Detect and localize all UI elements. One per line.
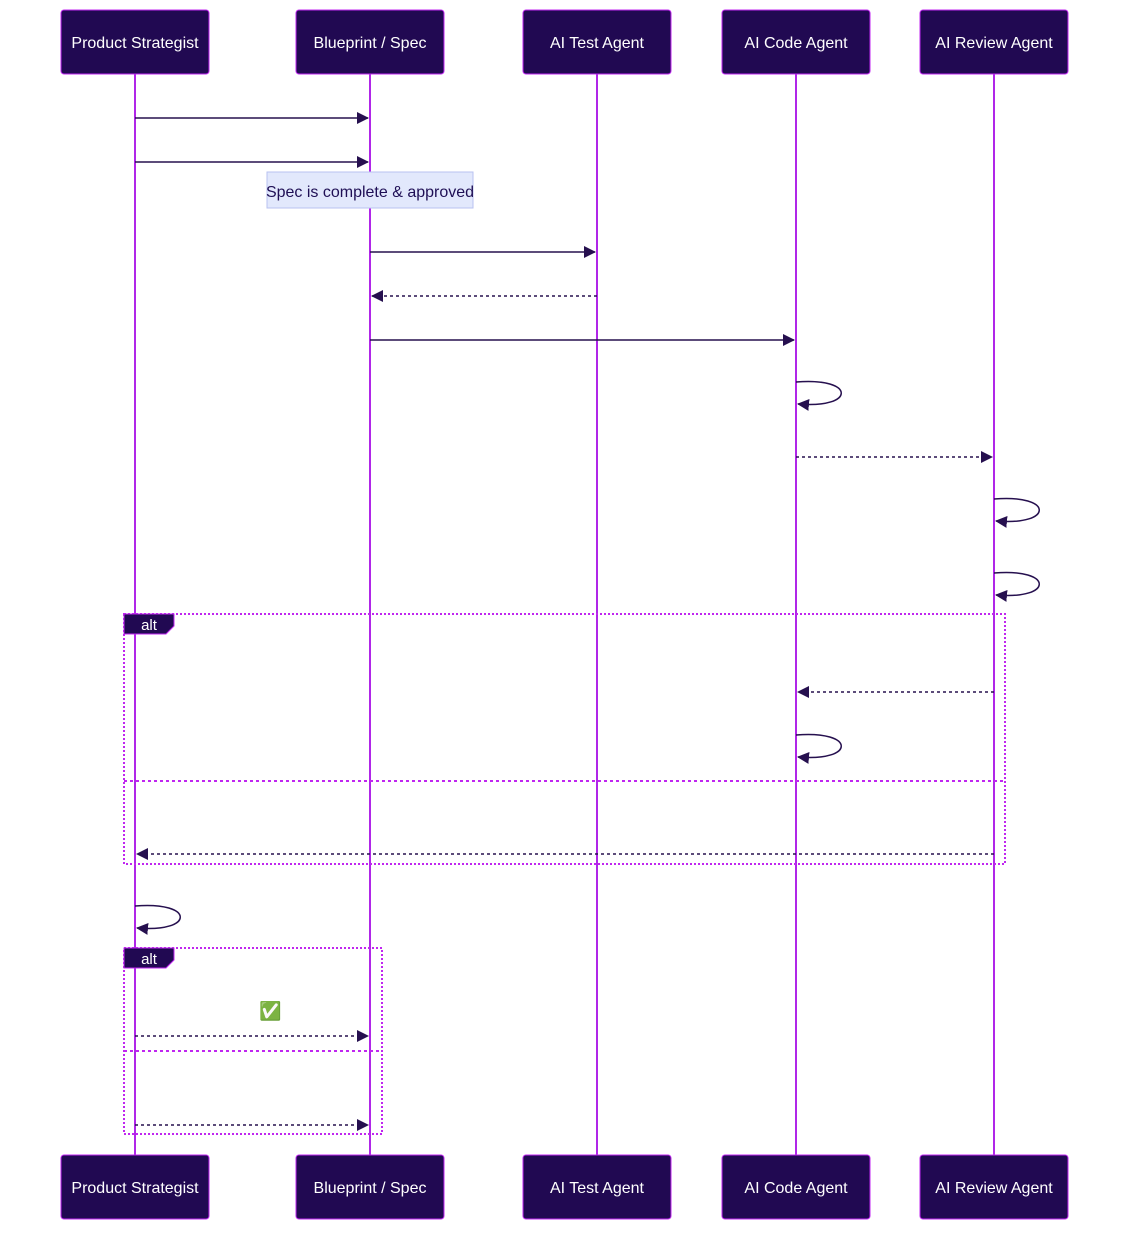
actor-top-product-strategist[interactable]: Product Strategist	[60, 9, 210, 75]
actor-bottom-product-strategist[interactable]: Product Strategist	[60, 1154, 210, 1220]
actor-top-blueprint-spec[interactable]: Blueprint / Spec	[295, 9, 445, 75]
actor-label: Product Strategist	[71, 35, 199, 52]
note-spec-approved: Spec is complete & approved	[266, 171, 474, 209]
actor-bottom-blueprint-spec[interactable]: Blueprint / Spec	[295, 1154, 445, 1220]
alt-label: alt	[141, 617, 158, 634]
actor-label: AI Code Agent	[744, 35, 848, 52]
alt-fragment-final-decision: alt	[123, 947, 383, 1135]
check-mark-icon: ✅	[259, 1001, 282, 1021]
actor-label: Blueprint / Spec	[314, 1180, 427, 1197]
actor-label: AI Test Agent	[550, 1180, 645, 1197]
actor-label: Product Strategist	[71, 1180, 199, 1197]
message-arrow-review-to-review	[993, 571, 1040, 602]
message-arrow-review-to-review	[993, 497, 1040, 528]
actor-label: AI Review Agent	[935, 1180, 1053, 1197]
message-arrow-code-to-code	[795, 733, 842, 764]
actor-bottom-ai-code-agent[interactable]: AI Code Agent	[721, 1154, 871, 1220]
messages-layer	[134, 112, 1040, 1131]
actor-label: AI Review Agent	[935, 35, 1053, 52]
message-arrow-ps-to-ps	[134, 904, 181, 935]
actor-top-ai-review-agent[interactable]: AI Review Agent	[919, 9, 1069, 75]
note-text: Spec is complete & approved	[266, 184, 474, 201]
actor-top-ai-code-agent[interactable]: AI Code Agent	[721, 9, 871, 75]
actor-bottom-ai-review-agent[interactable]: AI Review Agent	[919, 1154, 1069, 1220]
message-arrow-code-to-code	[795, 380, 842, 411]
actor-label: AI Test Agent	[550, 35, 645, 52]
alt-fragment-review-outcome: alt	[123, 613, 1006, 865]
alt-label: alt	[141, 951, 158, 968]
actor-label: Blueprint / Spec	[314, 35, 427, 52]
actor-label: AI Code Agent	[744, 1180, 848, 1197]
actor-top-ai-test-agent[interactable]: AI Test Agent	[522, 9, 672, 75]
actor-bottom-ai-test-agent[interactable]: AI Test Agent	[522, 1154, 672, 1220]
